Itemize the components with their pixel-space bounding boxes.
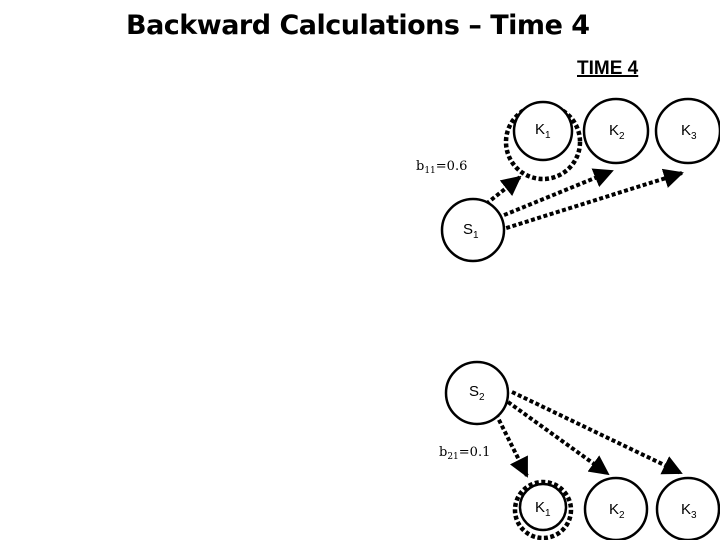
node-k1-subscript: 1 bbox=[545, 130, 551, 141]
node-k3-bottom-subscript: 3 bbox=[691, 510, 697, 521]
node-k2-subscript: 2 bbox=[619, 131, 625, 142]
svg-text:K3: K3 bbox=[681, 501, 697, 521]
highlight-ring-k1-bottom bbox=[512, 479, 574, 540]
prob-label-b21: b21=0.1 bbox=[439, 445, 490, 462]
svg-text:K2: K2 bbox=[609, 122, 625, 142]
svg-text:S1: S1 bbox=[463, 221, 479, 241]
node-k3: K3 bbox=[654, 97, 720, 165]
node-s2-subscript: 2 bbox=[479, 392, 485, 403]
node-k1-bottom: K1 bbox=[518, 482, 568, 532]
node-s2: S2 bbox=[444, 360, 510, 426]
prob-b21-subscript: 21 bbox=[447, 452, 458, 462]
top-group: K1 K2 K3 S1 b11=0.6 bbox=[416, 97, 720, 263]
prob-b21-main: b bbox=[439, 445, 447, 460]
arrow-s1-k3 bbox=[499, 168, 684, 232]
arrow-s1-k2 bbox=[491, 168, 614, 222]
node-k1-bottom-subscript: 1 bbox=[545, 508, 551, 519]
node-k3-subscript: 3 bbox=[691, 131, 697, 142]
node-k3-bottom-label: K bbox=[681, 501, 691, 518]
arrow-s2-k2 bbox=[506, 400, 610, 476]
svg-text:K1: K1 bbox=[535, 121, 551, 141]
time-label: TIME 4 bbox=[577, 58, 639, 79]
node-s2-label: S bbox=[469, 383, 479, 400]
svg-text:K2: K2 bbox=[609, 501, 625, 521]
slide-title: Backward Calculations – Time 4 bbox=[126, 10, 590, 41]
prob-b11-main: b bbox=[416, 159, 424, 174]
prob-label-b11: b11=0.6 bbox=[416, 159, 467, 176]
svg-text:K3: K3 bbox=[681, 122, 697, 142]
highlight-ring-k1 bbox=[503, 102, 583, 182]
node-k1-label: K bbox=[535, 121, 545, 138]
node-k3-label: K bbox=[681, 122, 691, 139]
prob-b21-value: =0.1 bbox=[459, 445, 491, 460]
node-s1: S1 bbox=[440, 197, 506, 263]
node-k3-bottom: K3 bbox=[655, 476, 720, 540]
node-s1-label: S bbox=[463, 221, 473, 238]
bottom-group: K1 K2 K3 S2 b21=0.1 bbox=[439, 360, 720, 540]
arrow-s2-k3 bbox=[511, 390, 683, 475]
node-k2: K2 bbox=[582, 97, 650, 165]
node-k2-bottom: K2 bbox=[583, 476, 649, 540]
node-k2-label: K bbox=[609, 122, 619, 139]
svg-text:K1: K1 bbox=[535, 499, 551, 519]
node-k1: K1 bbox=[512, 100, 574, 162]
prob-b11-subscript: 11 bbox=[424, 166, 435, 176]
node-k1-bottom-label: K bbox=[535, 499, 545, 516]
prob-b11-value: =0.6 bbox=[436, 159, 468, 174]
node-s1-subscript: 1 bbox=[473, 230, 479, 241]
arrow-s2-k1 bbox=[494, 413, 529, 478]
svg-text:S2: S2 bbox=[469, 383, 485, 403]
node-k2-bottom-subscript: 2 bbox=[619, 510, 625, 521]
node-k2-bottom-label: K bbox=[609, 501, 619, 518]
